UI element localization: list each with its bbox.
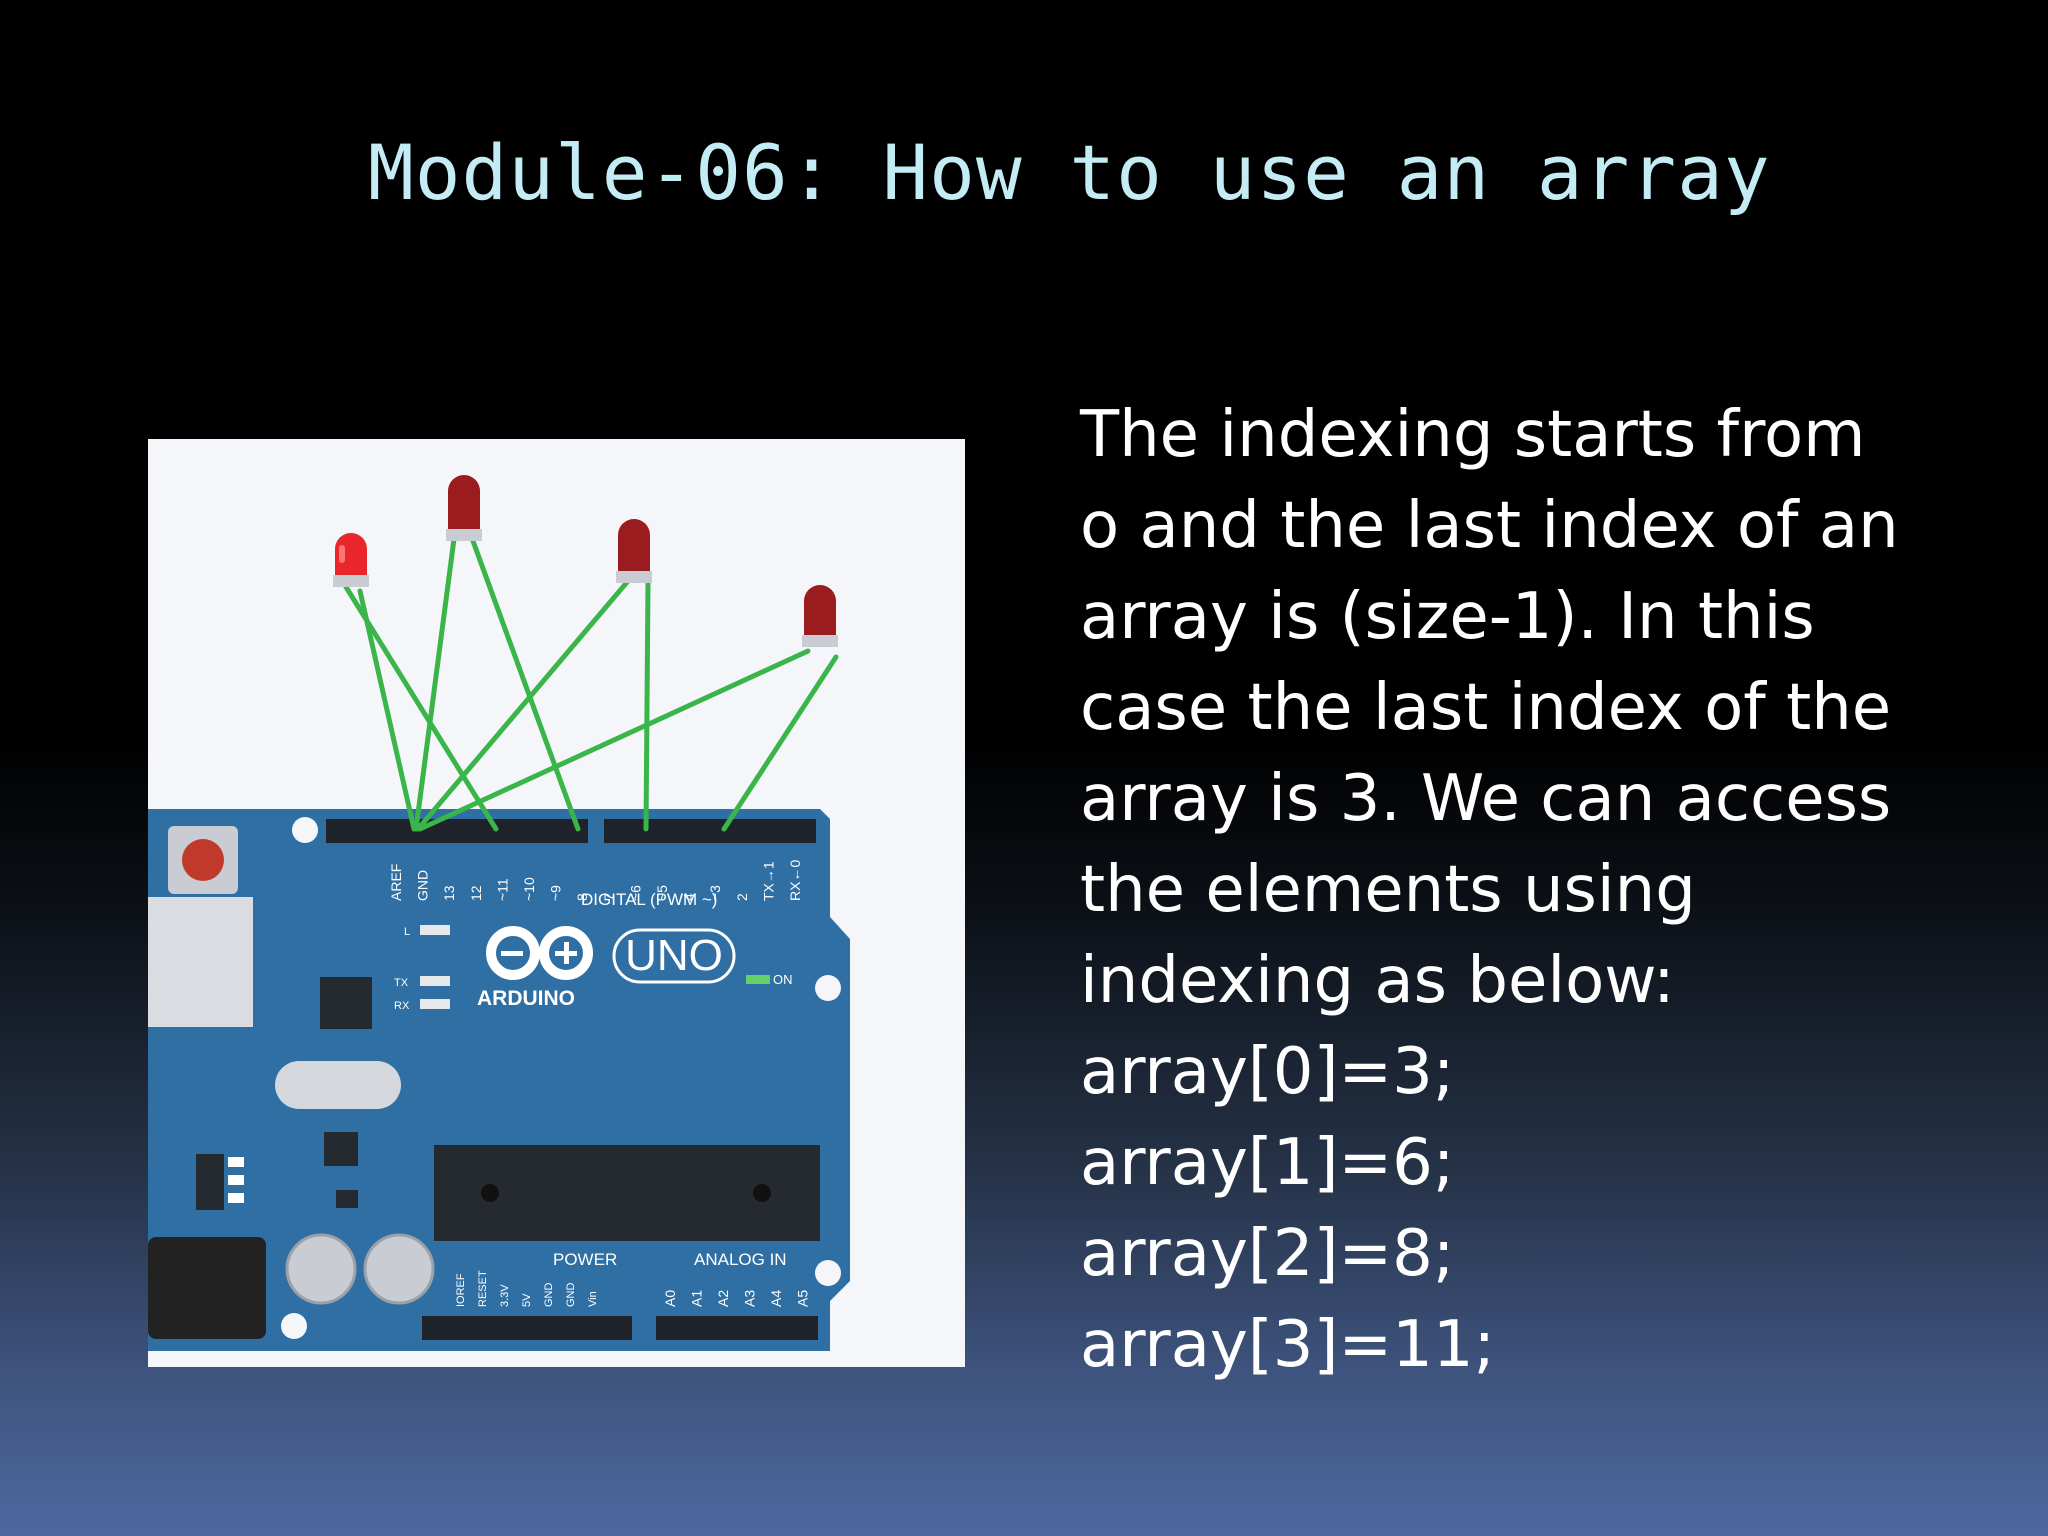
pin-label: 5V	[521, 1293, 533, 1307]
body-line: The indexing starts from	[1080, 398, 1866, 472]
pin-label: ~3	[707, 885, 723, 901]
pin-label: GND	[565, 1283, 577, 1308]
body-line: array[3]=11;	[1080, 1308, 1496, 1382]
pin-label: RESET	[477, 1270, 489, 1307]
body-line: array[2]=8;	[1080, 1217, 1455, 1291]
on-label: ON	[773, 972, 793, 987]
jumper-wires	[343, 536, 839, 832]
pin-label: GND	[543, 1283, 555, 1308]
led-1-icon	[333, 533, 369, 587]
body-line: indexing as below:	[1080, 944, 1675, 1018]
pin-label: 2	[734, 893, 750, 901]
body-line: case the last index of the	[1080, 671, 1892, 745]
led-rx-label: RX	[394, 1000, 410, 1012]
pin-label: Vin	[587, 1291, 599, 1307]
pin-label: TX→1	[760, 861, 776, 901]
wire	[413, 536, 457, 832]
wire	[343, 584, 499, 832]
slide-body-text: The indexing starts from o and the last i…	[1080, 390, 1960, 1391]
board-brand: ARDUINO	[477, 987, 575, 1010]
power-label: POWER	[553, 1250, 617, 1269]
board-model: UNO	[625, 931, 723, 980]
arduino-logo-icon	[486, 926, 593, 980]
wire	[643, 580, 651, 832]
wire	[417, 648, 811, 832]
pin-label: RX←0	[787, 860, 803, 901]
body-line: array is 3. We can access	[1080, 762, 1892, 836]
pin-label: 8	[574, 893, 590, 901]
pin-label: A0	[662, 1290, 678, 1307]
body-line: array[1]=6;	[1080, 1126, 1455, 1200]
power-jack	[148, 1237, 266, 1339]
pin-label: ~11	[494, 878, 510, 901]
pin-label: A2	[715, 1290, 731, 1307]
pin-label: A1	[689, 1290, 705, 1307]
led-2-icon	[446, 475, 482, 541]
led-4-icon	[802, 585, 838, 647]
usb-port	[148, 897, 253, 1027]
pin-label: ~10	[521, 877, 537, 901]
led-3-icon	[616, 519, 652, 583]
pin-label: A4	[768, 1290, 784, 1307]
body-line: array[0]=3;	[1080, 1035, 1455, 1109]
digital-header-label: DIGITAL (PWM ~)	[581, 890, 717, 909]
body-line: the elements using	[1080, 853, 1696, 927]
wire	[721, 654, 839, 832]
wire	[415, 578, 631, 832]
pin-label: IOREF	[455, 1273, 467, 1307]
pin-label: GND	[415, 870, 431, 901]
pin-label: ~5	[654, 885, 670, 901]
pin-label: 3.3V	[499, 1284, 511, 1307]
pin-label: 12	[468, 885, 484, 901]
arduino-circuit-diagram: ARDUINO UNO DIGITAL (PWM ~) POWER ANALOG…	[148, 439, 965, 1367]
wire	[357, 588, 417, 832]
led-tx-label: TX	[394, 977, 409, 989]
pin-label: AREF	[388, 864, 404, 901]
led-l-label: L	[404, 926, 410, 938]
body-line: array is (size-1). In this	[1080, 580, 1815, 654]
pin-label: ~6	[627, 885, 643, 901]
pin-label: ~9	[548, 885, 564, 901]
body-line: o and the last index of an	[1080, 489, 1899, 563]
analog-label: ANALOG IN	[694, 1250, 787, 1269]
pin-label: A5	[795, 1290, 811, 1307]
arduino-uno-board	[148, 809, 850, 1351]
pin-label: 7	[601, 893, 617, 901]
wire	[470, 538, 581, 832]
pin-label: 13	[441, 885, 457, 901]
slide-title: Module-06: How to use an array	[368, 128, 1771, 217]
pin-label: 4	[681, 893, 697, 901]
pin-label: A3	[742, 1290, 758, 1307]
